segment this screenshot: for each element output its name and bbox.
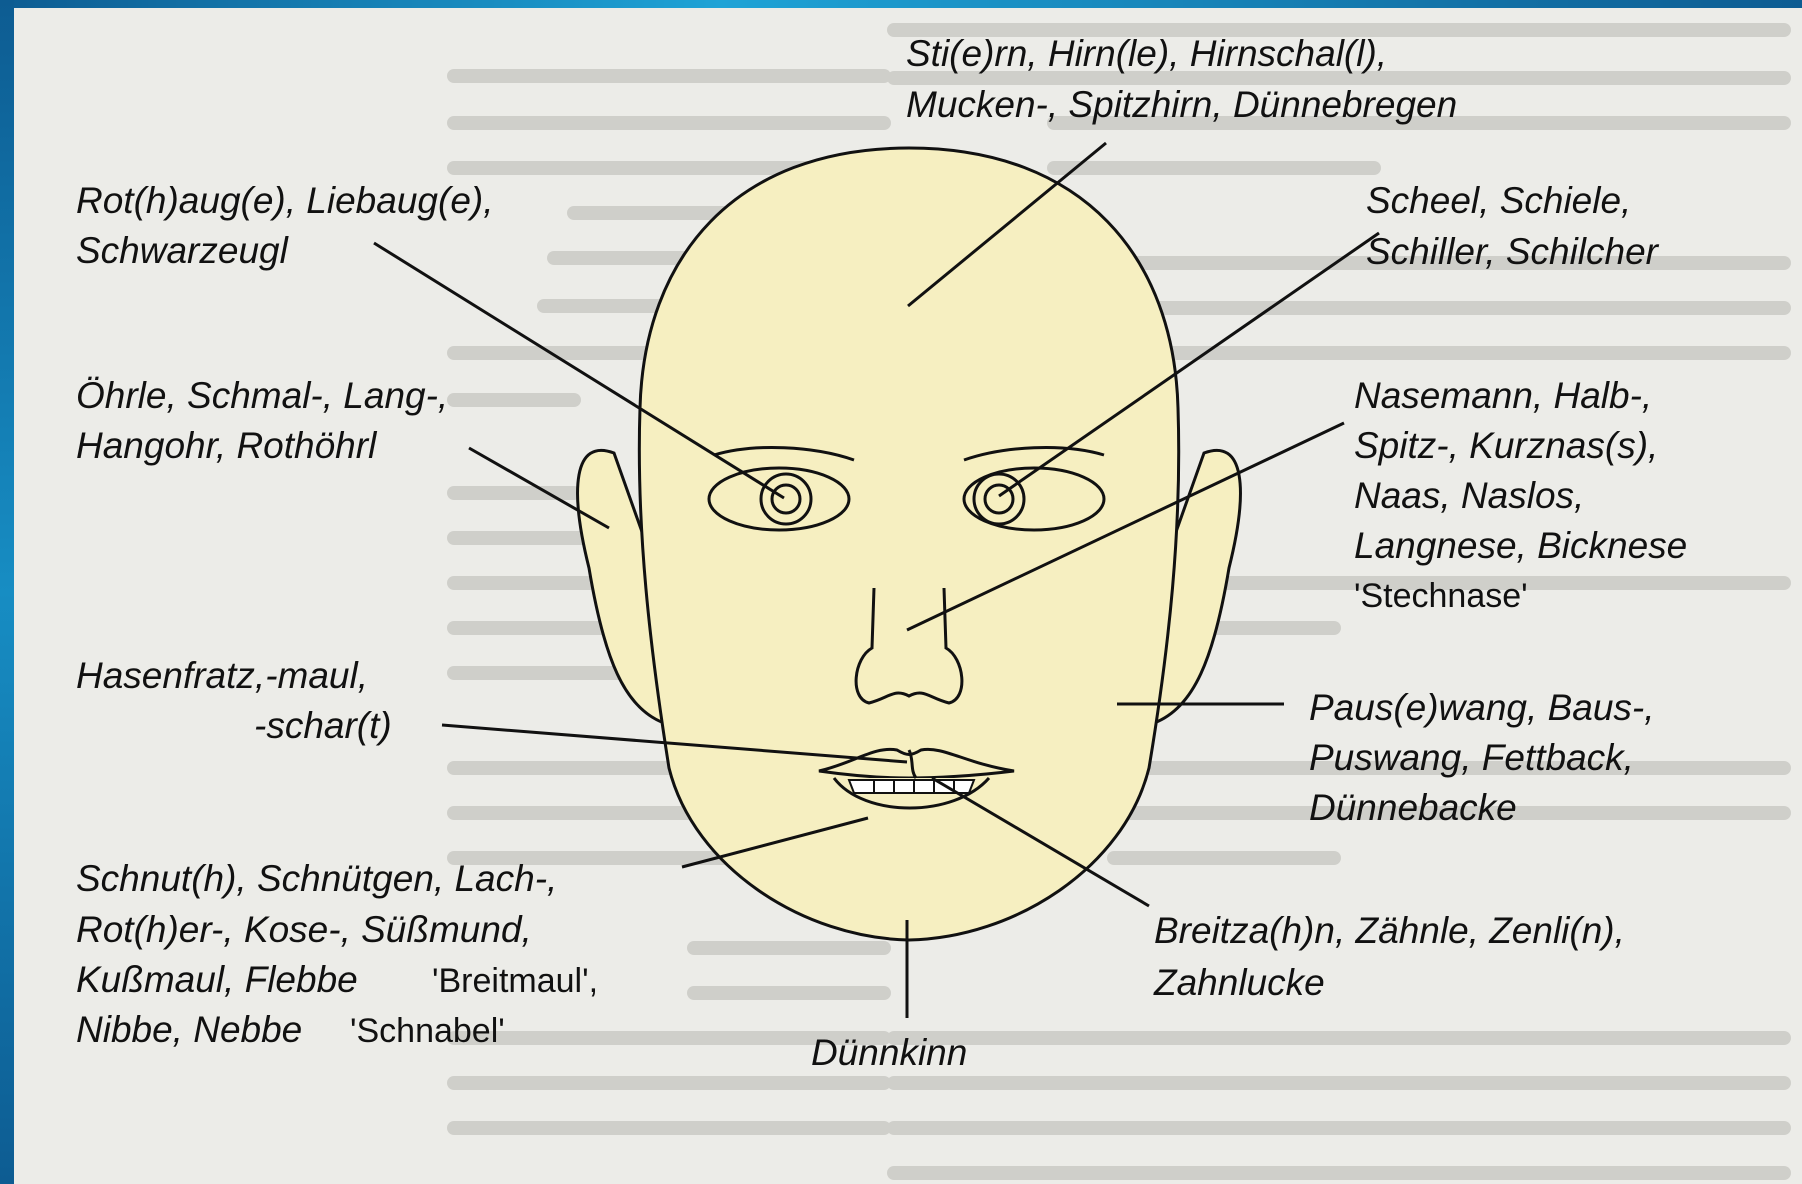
label-teeth: Breitza(h)n, Zähnle, Zenli(n), Zahnlucke: [1153, 910, 1635, 1003]
label-mouth-quote-1: 'Breitmaul',: [432, 962, 598, 1000]
slide-frame-left: [0, 0, 14, 1184]
label-nose: Nasemann, Halb-, Spitz-, Kurznas(s), Naa…: [1354, 375, 1687, 566]
slide-frame-top: [0, 0, 1802, 8]
label-cheek: Paus(e)wang, Baus-, Puswang, Fettback, D…: [1309, 687, 1665, 828]
label-chin: Dünnkinn: [811, 1032, 967, 1073]
label-ear: Öhrle, Schmal-, Lang-, Hangohr, Rothöhrl: [76, 375, 459, 466]
face-outline: [639, 148, 1178, 940]
label-eye-right: Scheel, Schiele, Schiller, Schilcher: [1366, 180, 1660, 272]
label-nose-quote: 'Stechnase': [1354, 577, 1528, 615]
label-lip: Hasenfratz,-maul, -schar(t): [76, 655, 392, 746]
label-forehead: Sti(e)rn, Hirn(le), Hirnschal(l), Mucken…: [906, 33, 1457, 125]
left-pupil: [772, 485, 800, 513]
scanned-page: Sti(e)rn, Hirn(le), Hirnschal(l), Mucken…: [14, 8, 1802, 1184]
label-eye-left: Rot(h)aug(e), Liebaug(e), Schwarzeugl: [76, 180, 504, 271]
label-mouth-quote-2: 'Schnabel': [350, 1012, 505, 1050]
face-diagram: Sti(e)rn, Hirn(le), Hirnschal(l), Mucken…: [14, 8, 1802, 1184]
